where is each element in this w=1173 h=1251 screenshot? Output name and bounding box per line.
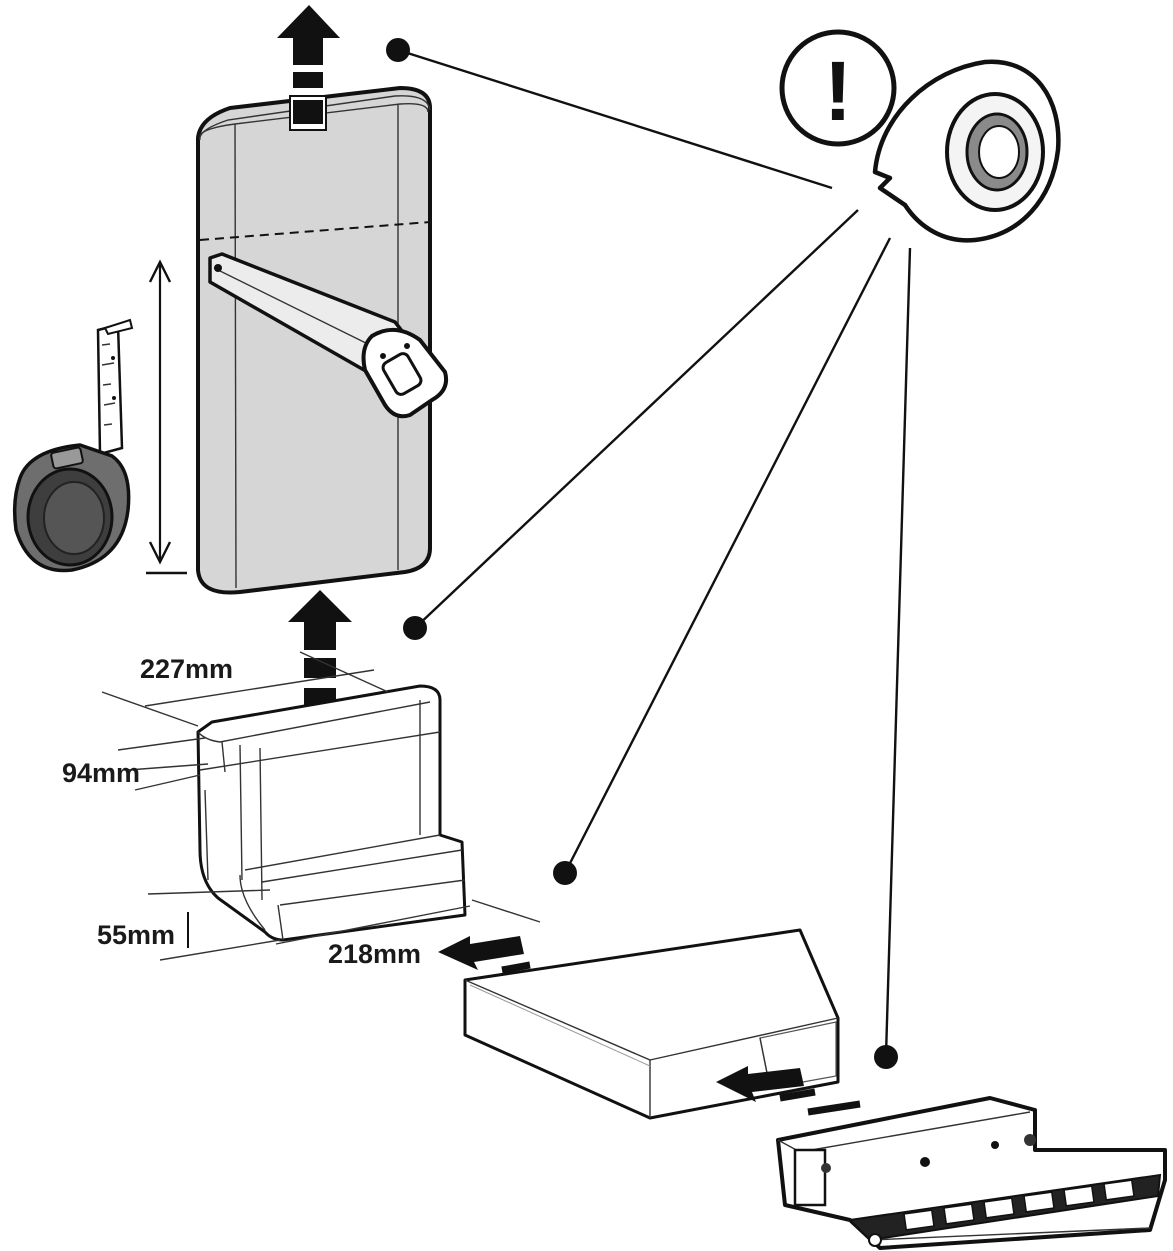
connector-dot-elbow (403, 616, 427, 640)
measure-arrow (146, 259, 187, 575)
dimension-label-width-bottom: 218mm (328, 939, 421, 969)
tape-measure-icon (12, 318, 134, 573)
connector-dot-hood (874, 1045, 898, 1069)
arrow-up-icon (277, 5, 340, 131)
connector-dot-top (386, 38, 410, 62)
connector-lines (386, 38, 912, 1069)
arrow-up-icon (288, 590, 352, 706)
warning-icon: ! (779, 29, 897, 147)
dimension-label-height-bottom: 55mm (97, 920, 175, 950)
warning-symbol: ! (824, 44, 852, 138)
extractor-unit (776, 1096, 1167, 1250)
tape-roll-icon (872, 59, 1061, 243)
flat-duct (463, 928, 840, 1120)
connector-dot-flat-duct (553, 861, 577, 885)
dimension-label-depth-top: 94mm (62, 758, 140, 788)
dimension-label-width-top: 227mm (140, 654, 233, 684)
elbow-adapter (196, 684, 467, 942)
dimension-lines (101, 651, 541, 961)
saw-icon (208, 252, 449, 419)
arrow-left-icon (716, 1066, 861, 1116)
